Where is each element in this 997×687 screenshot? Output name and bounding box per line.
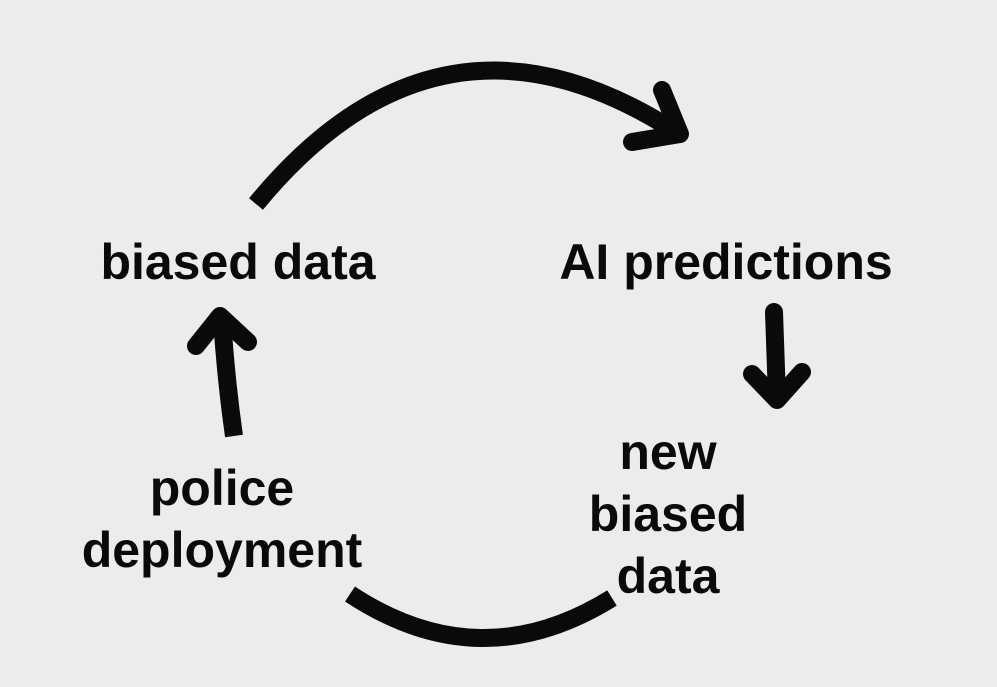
- node-police-deployment-line2: deployment: [81, 522, 363, 578]
- node-new-biased-data-line2: biased: [588, 486, 748, 542]
- arrow-predictions-to-new-data: [765, 303, 786, 407]
- arrowhead-top-right: [623, 81, 689, 151]
- arrowhead-up: [187, 307, 257, 355]
- node-new-biased-data-line1: new: [619, 424, 717, 480]
- node-new-biased-data: new biased data: [589, 421, 747, 607]
- node-new-biased-data-line3: data: [616, 548, 720, 604]
- arrow-biased-to-predictions: [249, 61, 681, 210]
- arrow-new-data-to-police: [345, 586, 617, 647]
- node-police-deployment-line1: police: [149, 460, 295, 516]
- node-ai-predictions: AI predictions: [559, 234, 893, 290]
- arrow-police-to-biased: [213, 317, 243, 438]
- node-biased-data: biased data: [100, 234, 376, 290]
- node-police-deployment: police deployment: [82, 457, 363, 581]
- arrowhead-down: [743, 363, 811, 409]
